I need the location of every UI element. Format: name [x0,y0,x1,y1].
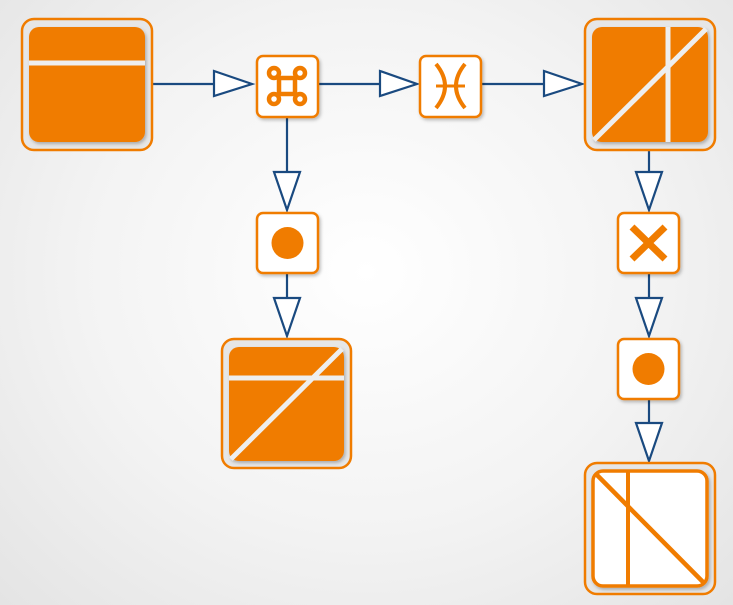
node-target-top-right[interactable] [583,17,717,152]
panel-horizontal-split-icon [29,27,145,142]
filled-circle-icon [271,227,304,259]
panel-horizontal-split-diagonal-icon [229,347,344,461]
node-command[interactable] [255,54,320,119]
edge-command-dot [272,117,302,214]
edge-cross-dot [634,273,664,340]
filled-circle-icon [632,353,665,385]
panel-vertical-split-diagonal-icon [592,27,708,142]
pisces-symbol-icon [434,62,467,110]
command-key-icon [266,65,308,107]
edge-target-cross [634,150,664,214]
panel-vertical-split-diagonal-outline-icon [591,469,709,588]
edge-dot-target-middle [272,273,302,340]
node-dot-right[interactable] [616,337,681,401]
edge-source-command [152,69,256,98]
edge-pisces-target [481,69,586,98]
node-dot-left[interactable] [255,211,320,275]
node-pisces[interactable] [418,54,483,119]
edge-dot-target-bottom [634,399,664,465]
edge-command-pisces [318,69,421,98]
node-source[interactable] [20,17,154,152]
cross-icon [629,224,668,262]
node-target-middle[interactable] [220,337,353,470]
node-target-bottom-right[interactable] [583,461,717,596]
node-cross[interactable] [616,211,681,275]
